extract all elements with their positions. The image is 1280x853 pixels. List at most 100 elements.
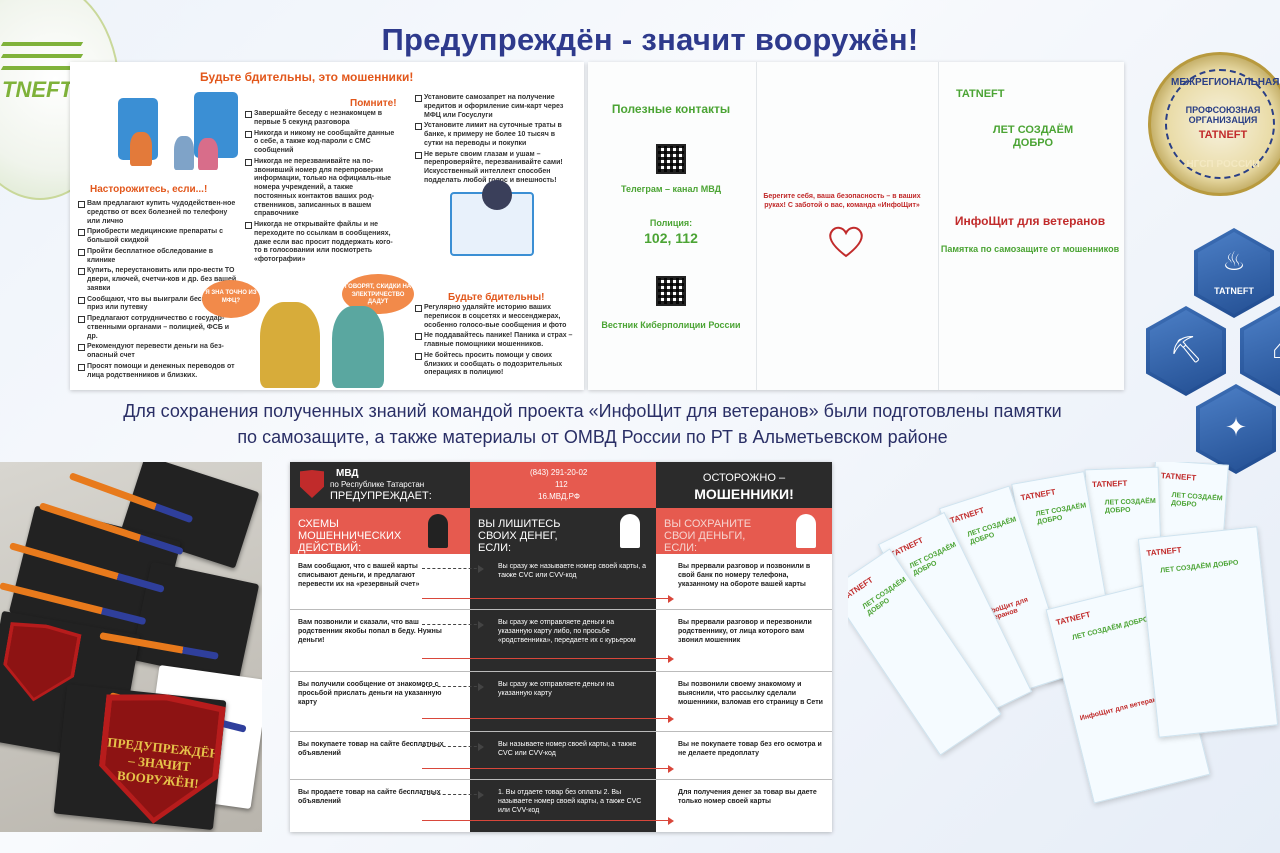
seal-brand: TATNEFT bbox=[1198, 129, 1248, 141]
elderly-illustration bbox=[198, 138, 218, 170]
list-item: Купить, переустановить или про-вести ТО … bbox=[78, 267, 238, 293]
red-arrow bbox=[422, 765, 674, 773]
mvd-middle-column bbox=[470, 554, 656, 832]
list-item: Приобрести медицинские препараты с больш… bbox=[78, 228, 238, 246]
scheme-cell: Вам сообщают, что с вашей карты списываю… bbox=[298, 563, 420, 589]
logo-left-text: TNEFT bbox=[2, 77, 73, 102]
scheme-cell: Вы получили сообщение от знакомого с про… bbox=[298, 681, 442, 707]
seal-bottom-text: НГСП РОССИИ bbox=[1186, 159, 1260, 170]
vigilant-heading: Будьте бдительны! bbox=[448, 292, 545, 303]
heart-icon bbox=[829, 226, 863, 258]
person-icon bbox=[620, 514, 640, 548]
list-item: Просят помощи и денежных переводов от ли… bbox=[78, 363, 238, 381]
infoshield-title: ИнфоЩит для ветеранов bbox=[954, 214, 1106, 228]
hex-handshake: ✦ bbox=[1196, 384, 1276, 474]
save-cell: Вы прервали разговор и перезвонили родст… bbox=[678, 619, 812, 645]
info-card bbox=[130, 561, 260, 683]
list-item: Вам предлагают купить чудодействен-ное с… bbox=[78, 200, 238, 226]
list-item: Завершайте беседу с незнакомцем в первые… bbox=[245, 110, 395, 128]
scammer-illustration bbox=[130, 132, 152, 166]
leaflet-copy: TATNEFT ЛЕТ СОЗДАЁМ ДОБРО bbox=[1137, 526, 1279, 738]
cards-photo: ПРЕДУПРЕЖДЁН – ЗНАЧИТ ВООРУЖЁН! bbox=[0, 462, 262, 832]
seal-top-text: МЕЖРЕГИОНАЛЬНАЯ bbox=[1171, 77, 1280, 88]
mvd-header-left: МВД по Республике Татарстан ПРЕДУПРЕЖДАЕ… bbox=[290, 462, 470, 508]
caution-list: Вам предлагают купить чудодействен-ное с… bbox=[78, 200, 238, 382]
person-icon bbox=[428, 514, 448, 548]
flame-icon: ♨ bbox=[1222, 246, 1246, 276]
contacts-title: Полезные контакты bbox=[611, 102, 731, 116]
hacker-illustration bbox=[482, 180, 512, 210]
speech-bubble: ГОВОРЯТ, СКИДКИ НА ЭЛЕКТРИЧЕСТВО ДАДУТ bbox=[342, 274, 414, 314]
mvd-phone: (843) 291-20-02 bbox=[530, 468, 588, 477]
page-title: Предупреждён - значит вооружён! bbox=[381, 22, 919, 57]
person-icon bbox=[796, 514, 816, 548]
caption-line: по самозащите, а также материалы от ОМВД… bbox=[237, 427, 948, 448]
table-row: Вы покупаете товар на сайте бесплатных о… bbox=[290, 732, 832, 780]
panel-divider bbox=[938, 62, 939, 390]
seal-mid-text: ПРОФСОЮЗНАЯ ОРГАНИЗАЦИЯ bbox=[1185, 105, 1261, 125]
lose-cell: Вы сразу же отправляете деньги на указан… bbox=[498, 619, 636, 645]
seal-ring bbox=[1165, 69, 1275, 179]
elderly-woman-illustration bbox=[260, 302, 320, 388]
cyber-police-label: Вестник Киберполиции России bbox=[601, 320, 741, 330]
dashed-arrow bbox=[422, 565, 484, 573]
advice-list: Установите самозапрет на получение креди… bbox=[415, 94, 575, 188]
police-label: Полиция: bbox=[649, 218, 693, 228]
factory-icon: ⌂ bbox=[1240, 334, 1280, 365]
column-header: СХЕМЫ МОШЕННИЧЕСКИХ ДЕЙСТВИЙ: bbox=[290, 508, 470, 554]
table-row: Вам позвонили и сказали, что ваш родстве… bbox=[290, 610, 832, 672]
column-header-label: ВЫ СОХРАНИТЕ СВОИ ДЕНЬГИ, ЕСЛИ: bbox=[664, 518, 752, 555]
remember-heading: Помните! bbox=[350, 98, 397, 109]
list-item: Сообщают, что вы выиграли бесплатный при… bbox=[78, 296, 238, 314]
table-row: Вам сообщают, что с вашей карты списываю… bbox=[290, 554, 832, 610]
union-seal: МЕЖРЕГИОНАЛЬНАЯ ПРОФСОЮЗНАЯ ОРГАНИЗАЦИЯ … bbox=[1148, 52, 1280, 196]
mvd-region: по Республике Татарстан bbox=[330, 480, 425, 489]
red-arrow bbox=[422, 817, 674, 825]
list-item: Регулярно удаляйте историю ваших перепис… bbox=[415, 304, 575, 330]
red-arrow bbox=[422, 595, 674, 603]
mvd-header-contacts: (843) 291-20-02 112 16.МВД.РФ bbox=[470, 462, 656, 508]
mvd-emergency: 112 bbox=[555, 480, 568, 489]
scheme-cell: Вы покупаете товар на сайте бесплатных о… bbox=[298, 741, 444, 758]
scheme-cell: Вы продаете товар на сайте бесплатных об… bbox=[298, 789, 441, 806]
mvd-header-caution: ОСТОРОЖНО – МОШЕННИКИ! bbox=[656, 462, 832, 508]
dashed-arrow bbox=[422, 683, 484, 691]
dashed-arrow bbox=[422, 621, 484, 629]
table-row: Вы получили сообщение от знакомого с про… bbox=[290, 672, 832, 732]
list-item: Пройти бесплатное обследование в клинике bbox=[78, 248, 238, 266]
vigilant-list: Регулярно удаляйте историю ваших перепис… bbox=[415, 304, 575, 380]
caption: Для сохранения полученных знаний командо… bbox=[0, 398, 1195, 450]
list-item: Рекомендуют перевести деньги на без-опас… bbox=[78, 343, 238, 361]
column-header-label: СХЕМЫ МОШЕННИЧЕСКИХ ДЕЙСТВИЙ: bbox=[298, 518, 402, 555]
contacts-leaflet: Полезные контакты Телеграм – канал МВД П… bbox=[588, 62, 1124, 390]
caption-line: Для сохранения полученных знаний командо… bbox=[123, 401, 1062, 421]
qr-code-icon bbox=[656, 144, 686, 174]
mvd-table: МВД по Республике Татарстан ПРЕДУПРЕЖДАЕ… bbox=[290, 462, 832, 832]
hex-factory: ⌂ bbox=[1240, 306, 1280, 396]
list-item: Установите лимит на суточные траты в бан… bbox=[415, 122, 575, 148]
red-arrow bbox=[422, 655, 674, 663]
tatneft-brand: TATNEFT bbox=[956, 88, 1005, 100]
caution-line: МОШЕННИКИ! bbox=[694, 486, 794, 502]
caution-line: ОСТОРОЖНО – bbox=[702, 472, 786, 484]
panel-divider bbox=[756, 62, 757, 390]
table-row: Вы продаете товар на сайте бесплатных об… bbox=[290, 780, 832, 832]
leaflet-heading: Будьте бдительны, это мошенники! bbox=[200, 70, 414, 84]
handshake-icon: ✦ bbox=[1225, 412, 1247, 442]
column-header: ВЫ СОХРАНИТЕ СВОИ ДЕНЬГИ, ЕСЛИ: bbox=[656, 508, 832, 554]
list-item: Не поддавайтесь панике! Паника и страх –… bbox=[415, 332, 575, 350]
elderly-illustration bbox=[174, 136, 194, 170]
hex-oil: ⛏ bbox=[1146, 306, 1226, 396]
list-item: Установите самозапрет на получение креди… bbox=[415, 94, 575, 120]
scheme-cell: Вам позвонили и сказали, что ваш родстве… bbox=[298, 619, 442, 645]
list-item: Не бойтесь просить помощи у своих близки… bbox=[415, 352, 575, 378]
lose-cell: Вы сразу же называете номер своей карты,… bbox=[498, 563, 646, 580]
lose-cell: Вы называете номер своей карты, а также … bbox=[498, 741, 637, 758]
mvd-emblem-icon bbox=[300, 470, 324, 498]
column-header: ВЫ ЛИШИТЕСЬ СВОИХ ДЕНЕГ, ЕСЛИ: bbox=[470, 508, 656, 554]
logo-wing bbox=[0, 42, 84, 46]
oil-pump-icon: ⛏ bbox=[1169, 334, 1203, 364]
speech-bubble: Я ЗНА ТОЧНО ИЗ МФЦ? bbox=[202, 280, 260, 318]
qr-code-icon bbox=[656, 276, 686, 306]
fraud-leaflet: Будьте бдительны, это мошенники! Помните… bbox=[70, 62, 584, 390]
